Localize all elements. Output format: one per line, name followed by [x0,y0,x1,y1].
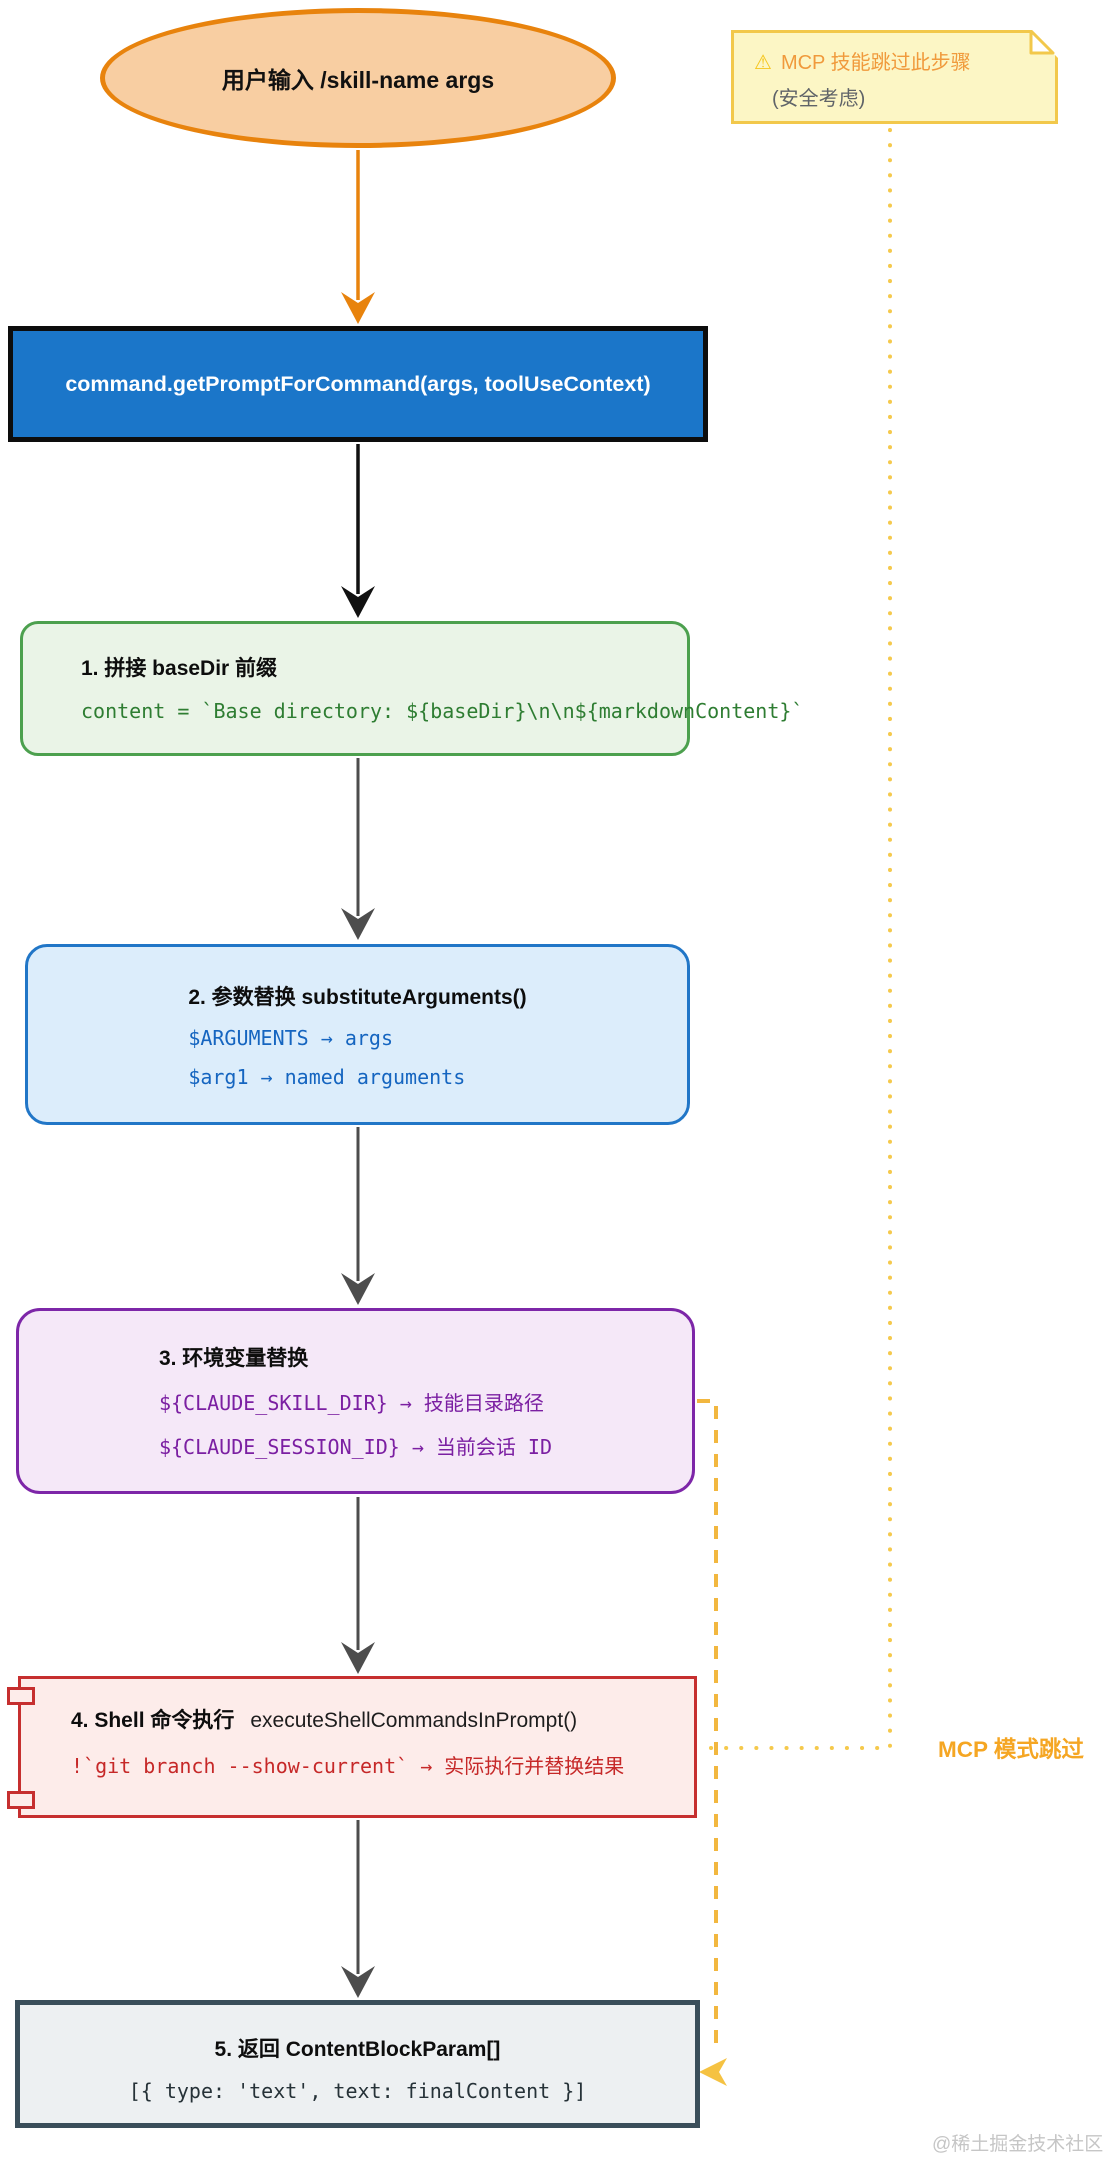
node-step2-substitute-arguments: 2. 参数替换 substituteArguments() $ARGUMENTS… [25,944,690,1125]
node-get-prompt-label: command.getPromptForCommand(args, toolUs… [65,371,651,396]
node-step1-basedir-prefix: 1. 拼接 baseDir 前缀 content = `Base directo… [20,621,804,756]
arrow-step3-to-step4 [341,1497,375,1674]
component-tab-top [7,1687,35,1705]
edge-label-mcp-mode-skip: MCP 模式跳过 [938,1737,1084,1762]
note-fold-corner-icon [1029,30,1058,58]
note-heading: ⚠ MCP 技能跳过此步骤 [754,46,1055,75]
arrow-step1-to-step2 [341,758,375,940]
node-step5-return-content-block: 5. 返回 ContentBlockParam[] [{ type: 'text… [15,2000,700,2128]
step1-title: 1. 拼接 baseDir 前缀 [81,657,278,680]
step5-code: [{ type: 'text', text: finalContent }] [128,2079,587,2103]
step4-title: 4. Shell 命令执行 executeShellCommandsInPromp… [71,1704,694,1734]
step4-title-bold: 4. Shell 命令执行 [71,1709,235,1732]
step3-content: 3. 环境变量替换 ${CLAUDE_SKILL_DIR} → 技能目录路径 $… [159,1342,552,1460]
arrow-step2-to-step3 [341,1127,375,1305]
arrow-entry-to-step1 [341,444,375,618]
step2-code-line: $ARGUMENTS → args [188,1025,394,1050]
step5-title: 5. 返回 ContentBlockParam[] [214,2038,501,2061]
step3-title: 3. 环境变量替换 [158,1347,309,1370]
note-subtext: (安全考虑) [772,88,866,110]
step4-title-function: executeShellCommandsInPrompt() [250,1709,578,1732]
node-step3-env-var-substitution: 3. 环境变量替换 ${CLAUDE_SKILL_DIR} → 技能目录路径 $… [16,1308,695,1494]
node-get-prompt-for-command: command.getPromptForCommand(args, toolUs… [8,326,708,442]
watermark: @稀土掘金技术社区 [932,2134,1104,2155]
arrow-step4-to-step5 [341,1820,375,1998]
component-tab-bottom [7,1791,35,1809]
step3-code-line: ${CLAUDE_SESSION_ID} → 当前会话 ID [158,1435,553,1459]
node-user-input-label: 用户输入 /skill-name args [221,67,495,93]
arrow-start-to-entry [341,150,375,324]
warning-icon: ⚠ [754,52,772,74]
mcp-skip-note: ⚠ MCP 技能跳过此步骤 (安全考虑) [731,30,1058,124]
step2-code-line: $arg1 → named arguments [188,1064,466,1089]
step2-title: 2. 参数替换 substituteArguments() [188,985,527,1009]
step4-code: !`git branch --show-current` → 实际执行并替换结果 [71,1754,625,1778]
skip-dashed-connector [697,1399,727,2086]
note-heading-text: MCP 技能跳过此步骤 [780,52,971,74]
step2-content: 2. 参数替换 substituteArguments() $ARGUMENTS… [188,981,526,1089]
step1-code: content = `Base directory: ${baseDir}\n\… [81,699,804,723]
note-dotted-connector [704,128,892,1750]
node-user-input: 用户输入 /skill-name args [100,8,616,148]
node-step4-shell-execution: 4. Shell 命令执行 executeShellCommandsInPromp… [7,1676,697,1818]
step3-code-line: ${CLAUDE_SKILL_DIR} → 技能目录路径 [158,1391,544,1415]
